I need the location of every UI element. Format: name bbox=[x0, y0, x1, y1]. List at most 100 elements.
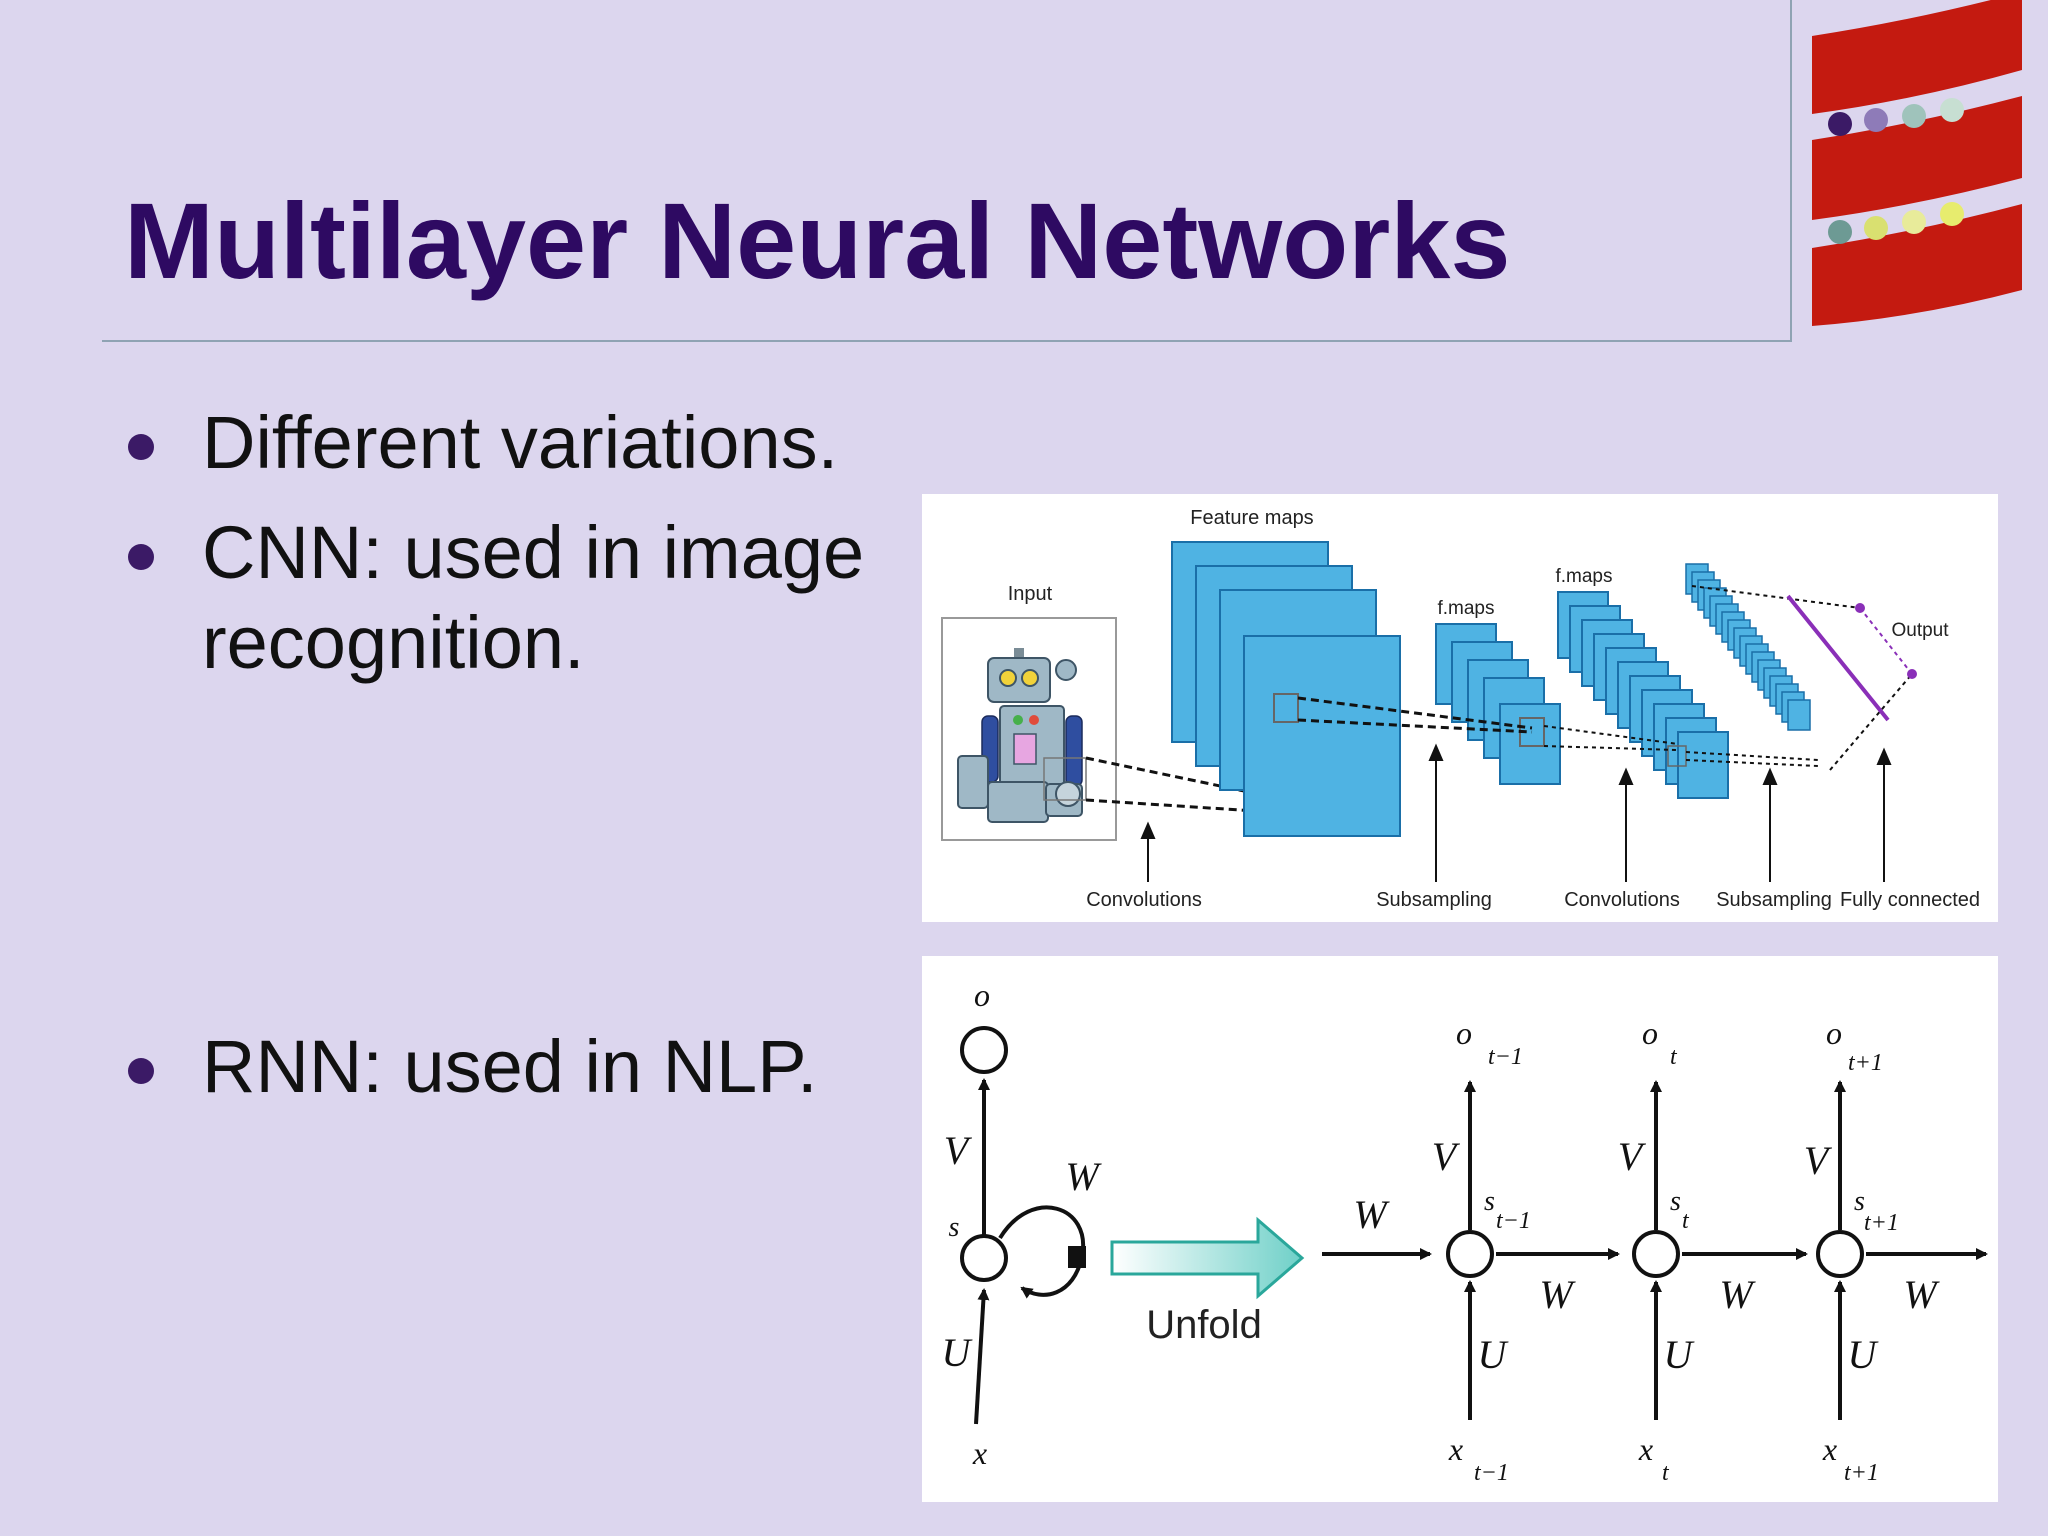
rnn-folded-state-node bbox=[960, 1234, 1008, 1282]
rnn-step-v: V bbox=[1618, 1134, 1647, 1179]
title-divider bbox=[102, 340, 1792, 342]
rnn-step-x-sub: t−1 bbox=[1474, 1460, 1509, 1486]
rnn-step-o-sub: t−1 bbox=[1488, 1044, 1523, 1070]
rnn-folded-o: o bbox=[974, 977, 990, 1013]
unfold-arrow-icon bbox=[1110, 1216, 1305, 1300]
rnn-step-s: s bbox=[1854, 1186, 1865, 1217]
rnn-folded-x: x bbox=[972, 1435, 987, 1471]
rnn-step: o t V s t U x t W bbox=[1618, 1015, 1808, 1486]
robot-icon bbox=[957, 648, 1087, 823]
cnn-label-feature-maps: Feature maps bbox=[1190, 507, 1313, 529]
rnn-step-o: o bbox=[1826, 1015, 1842, 1051]
rnn-step-w: W bbox=[1719, 1272, 1756, 1317]
rnn-step: o t−1 V s t−1 U x t−1 W bbox=[1432, 1015, 1620, 1486]
logo-band-bot bbox=[1812, 204, 2022, 326]
cnn-fc-line bbox=[1829, 673, 1913, 771]
rnn-step-u: U bbox=[1478, 1332, 1510, 1377]
cnn-pointer-arrows bbox=[1140, 743, 1892, 882]
rnn-step-x-sub: t bbox=[1662, 1460, 1670, 1486]
rnn-step-w: W bbox=[1903, 1272, 1940, 1317]
slide-title: Multilayer Neural Networks bbox=[124, 180, 1511, 301]
cnn-label-convolutions-1: Convolutions bbox=[1086, 889, 1202, 911]
cnn-label-subsampling-2: Subsampling bbox=[1716, 889, 1832, 911]
rnn-step-u: U bbox=[1848, 1332, 1880, 1377]
cnn-label-subsampling-1: Subsampling bbox=[1376, 889, 1492, 911]
logo-dot bbox=[1864, 108, 1888, 132]
cnn-label-convolutions-2: Convolutions bbox=[1564, 889, 1680, 911]
rnn-step-s: s bbox=[1670, 1186, 1681, 1217]
rnn-step-state-node bbox=[1446, 1230, 1494, 1278]
bullet-text: CNN: used in image bbox=[202, 511, 865, 594]
rnn-step-o-sub: t bbox=[1670, 1044, 1678, 1070]
logo-dot bbox=[1828, 220, 1852, 244]
rnn-step-state-node bbox=[1816, 1230, 1864, 1278]
cnn-projection-line bbox=[1543, 745, 1679, 751]
bullet-dot bbox=[128, 544, 154, 570]
rnn-step-w: W bbox=[1539, 1272, 1576, 1317]
cnn-output-line bbox=[1859, 607, 1913, 675]
cnn-output-line bbox=[1786, 594, 1890, 722]
cnn-label-fmaps-2: f.maps bbox=[1555, 566, 1612, 587]
rnn-step-o: o bbox=[1456, 1015, 1472, 1051]
cnn-diagram-svg: Input Feature maps f.maps f.maps Output … bbox=[941, 507, 1980, 911]
cnn-projection-line bbox=[1085, 798, 1365, 820]
bullet-dot bbox=[128, 1058, 154, 1084]
logo-dot bbox=[1864, 216, 1888, 240]
rnn-step-x: x bbox=[1638, 1431, 1653, 1467]
rnn-folded: o V s W U x bbox=[942, 977, 1103, 1471]
bullet-text: Different variations. bbox=[202, 401, 839, 484]
rnn-unfold-label: Unfold bbox=[1146, 1303, 1262, 1347]
logo-dot bbox=[1902, 210, 1926, 234]
rnn-diagram: o V s W U x Unfold W o t−1 bbox=[922, 956, 1998, 1502]
rnn-folded-s: s bbox=[949, 1212, 960, 1243]
rnn-step-x-sub: t+1 bbox=[1844, 1460, 1879, 1486]
logo-dot bbox=[1902, 104, 1926, 128]
rnn-w-in: W bbox=[1353, 1192, 1390, 1237]
rnn-folded-delay-box bbox=[1068, 1246, 1086, 1268]
rnn-folded-loop bbox=[998, 1205, 1086, 1299]
cnn-output-node bbox=[1855, 603, 1865, 613]
rnn-step-x: x bbox=[1822, 1431, 1837, 1467]
rnn-step: o t+1 V s t+1 U x t+1 W bbox=[1804, 1015, 1988, 1486]
logo-dot bbox=[1828, 112, 1852, 136]
cnn-projection-line bbox=[1685, 759, 1819, 767]
logo-divider bbox=[1790, 0, 1792, 342]
rnn-step-s-sub: t+1 bbox=[1864, 1210, 1899, 1236]
rnn-folded-output-node bbox=[960, 1026, 1008, 1074]
rnn-step-s: s bbox=[1484, 1186, 1495, 1217]
cnn-fmaps-3 bbox=[1685, 563, 1811, 731]
bullet-dot bbox=[128, 434, 154, 460]
cnn-projection-line bbox=[1685, 751, 1819, 761]
cnn-fmaps-2 bbox=[1557, 591, 1729, 799]
cnn-projection-line bbox=[1543, 725, 1679, 745]
rnn-step-o: o bbox=[1642, 1015, 1658, 1051]
cnn-thin-map bbox=[1787, 699, 1811, 731]
cnn-fmaps-1 bbox=[1435, 623, 1561, 785]
cnn-output-node bbox=[1907, 669, 1917, 679]
rnn-step-state-node bbox=[1632, 1230, 1680, 1278]
rnn-diagram-svg: o V s W U x Unfold W o t−1 bbox=[942, 977, 1988, 1486]
cnn-diagram: Input Feature maps f.maps f.maps Output … bbox=[922, 494, 1998, 922]
bullet-text: RNN: used in NLP. bbox=[202, 1025, 818, 1108]
rnn-folded-v: V bbox=[944, 1128, 973, 1173]
cnn-projection-line bbox=[1297, 718, 1533, 734]
rnn-step-s-sub: t−1 bbox=[1496, 1208, 1531, 1234]
rnn-step-v: V bbox=[1432, 1134, 1461, 1179]
logo-dot bbox=[1940, 202, 1964, 226]
cnn-feature-maps bbox=[1171, 541, 1401, 837]
cnn-label-input: Input bbox=[1008, 583, 1053, 605]
rnn-step-v: V bbox=[1804, 1138, 1833, 1183]
cnn-projection-line bbox=[1297, 696, 1533, 730]
rnn-step-u: U bbox=[1664, 1332, 1696, 1377]
rnn-step-o-sub: t+1 bbox=[1848, 1050, 1883, 1076]
rnn-step-s-sub: t bbox=[1682, 1208, 1690, 1234]
rnn-folded-w: W bbox=[1065, 1154, 1102, 1199]
rnn-step-x: x bbox=[1448, 1431, 1463, 1467]
bullet-text: recognition. bbox=[202, 601, 585, 684]
scala-logo-icon bbox=[1812, 0, 2022, 326]
rnn-folded-u: U bbox=[942, 1330, 974, 1375]
cnn-label-fmaps-1: f.maps bbox=[1437, 598, 1494, 619]
cnn-label-fully-connected: Fully connected bbox=[1840, 889, 1980, 911]
logo-band-top bbox=[1812, 0, 2022, 114]
